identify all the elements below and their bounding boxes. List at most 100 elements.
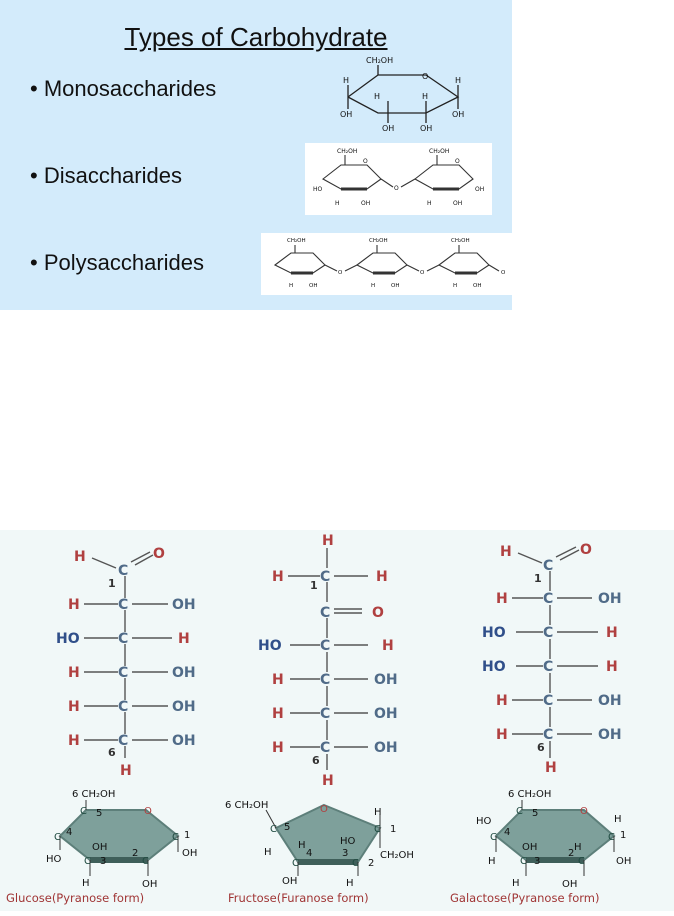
- polysaccharide-box: CH₂OH CH₂OH CH₂OH O O O H OH H OH H OH: [261, 233, 512, 295]
- glucose-ring-c4: C: [54, 832, 61, 843]
- fructose-top-h: H: [322, 533, 334, 549]
- galactose-ring-c1: C: [608, 832, 615, 843]
- galactose-r2-left: HO: [482, 625, 506, 641]
- galactose-ring-h4: H: [488, 856, 496, 867]
- fructose-r4-right: OH: [374, 740, 398, 756]
- glucose-ring-n4: 4: [66, 827, 72, 838]
- mono-oh2: OH: [452, 110, 464, 119]
- glucose-num-1: 1: [108, 577, 116, 590]
- fructose-ring-n4: 4: [306, 848, 312, 859]
- di-ch2oh-2: CH₂OH: [429, 148, 449, 155]
- galactose-bottom-h: H: [545, 760, 557, 776]
- glucose-ring-c2: C: [142, 856, 149, 867]
- mono-ring-o: O: [422, 72, 428, 81]
- fructose-c1-h-left: H: [272, 569, 284, 585]
- galactose-ring-n4: 4: [504, 827, 510, 838]
- poly-h-2: H: [371, 283, 375, 289]
- fructose-ring-h4: H: [298, 840, 306, 851]
- glucose-r1-right: OH: [172, 597, 196, 613]
- monosaccharide-structure: CH₂OH O H OH H OH OH OH H H: [340, 56, 464, 133]
- galactose-ring-ch2oh: 6 CH₂OH: [508, 789, 551, 800]
- fructose-r3-left: H: [272, 706, 284, 722]
- galactose-r1-right: OH: [598, 591, 622, 607]
- galactose-r3-left: HO: [482, 659, 506, 675]
- mono-oh3: OH: [382, 124, 394, 133]
- di-link-o: O: [394, 185, 399, 192]
- glucose-c5: C: [118, 699, 128, 715]
- sugar-structures-panel: H C O 1 H C OH HO C H H C OH H C O H H C …: [0, 530, 674, 911]
- di-ch2oh-1: CH₂OH: [337, 148, 357, 155]
- glucose-ring-oh1: OH: [182, 848, 197, 859]
- glucose-ring-c1: C: [172, 832, 179, 843]
- sugar-structures-figure: H C O 1 H C OH HO C H H C OH H C O H H C …: [6, 533, 631, 905]
- galactose-ring-n2: 2: [568, 848, 574, 859]
- galactose-ring-n3: 3: [534, 856, 540, 867]
- galactose-ring-c3: C: [520, 856, 527, 867]
- fructose-r1-left: HO: [258, 638, 282, 654]
- glucose-ring-h3: H: [82, 878, 90, 889]
- fructose-open-chain: H H C H 1 C O HO C H H C OH H C OH H C O…: [258, 533, 398, 789]
- galactose-c6: C: [543, 727, 553, 743]
- glucose-ring-c3: C: [84, 856, 91, 867]
- fructose-c1-h-right: H: [376, 569, 388, 585]
- di-ho-1: HO: [313, 186, 323, 193]
- glucose-r3-right: OH: [172, 665, 196, 681]
- mono-h: H: [343, 76, 349, 85]
- galactose-c1-h: H: [500, 544, 512, 560]
- galactose-caption: Galactose(Pyranose form): [450, 891, 599, 905]
- fructose-ring-ho: HO: [340, 836, 356, 847]
- galactose-ring-c2: C: [578, 856, 585, 867]
- galactose-r5-right: OH: [598, 727, 622, 743]
- glucose-r1-left: H: [68, 597, 80, 613]
- glucose-ring-ch2oh: 6 CH₂OH: [72, 789, 115, 800]
- bullet-disaccharides: • Disaccharides: [30, 163, 182, 188]
- di-h-1: H: [335, 200, 340, 207]
- galactose-ring-n5: 5: [532, 808, 538, 819]
- fructose-ring-c2: C: [352, 858, 359, 869]
- glucose-c2: C: [118, 597, 128, 613]
- glucose-c4: C: [118, 665, 128, 681]
- slide-title: Types of Carbohydrate: [124, 22, 388, 52]
- glucose-bottom-h: H: [120, 763, 132, 779]
- mono-h2: H: [455, 76, 461, 85]
- galactose-c2: C: [543, 591, 553, 607]
- carbohydrate-slide: Types of Carbohydrate • Monosaccharides …: [0, 0, 512, 310]
- mono-h3: H: [374, 92, 380, 101]
- poly-link-o-1: O: [338, 270, 343, 276]
- glucose-o: O: [153, 546, 165, 562]
- galactose-c4: C: [543, 659, 553, 675]
- poly-oh-2: OH: [391, 283, 399, 289]
- galactose-ring-oh1: OH: [616, 856, 631, 867]
- galactose-r1-left: H: [496, 591, 508, 607]
- galactose-pyranose-ring: 6 CH₂OH O C 5 C 4 HO C 1 H OH C 3 C 2 OH…: [476, 789, 631, 890]
- fructose-bottom-h: H: [322, 773, 334, 789]
- disaccharide-structure: CH₂OH CH₂OH O O O HO H OH H OH OH: [313, 148, 484, 207]
- fructose-num-1: 1: [310, 579, 318, 592]
- fructose-caption: Fructose(Furanose form): [228, 891, 369, 905]
- glucose-ring-oh3: OH: [92, 842, 107, 853]
- fructose-furanose-ring: 6 CH₂OH O C 5 C 1 H C 4 C 2 3 HO CH₂OH H…: [225, 800, 414, 889]
- poly-h-1: H: [289, 283, 293, 289]
- fructose-ring-c5: C: [270, 824, 277, 835]
- mono-oh4: OH: [420, 124, 432, 133]
- fructose-c2: C: [320, 605, 330, 621]
- fructose-ring-h3: H: [346, 878, 354, 889]
- di-o-1: O: [363, 158, 368, 165]
- fructose-r3-right: OH: [374, 706, 398, 722]
- mono-oh: OH: [340, 110, 352, 119]
- galactose-ring-oh2: OH: [562, 879, 577, 890]
- fructose-ring-ch2oh-right: CH₂OH: [380, 850, 414, 861]
- glucose-ring-n5: 5: [96, 808, 102, 819]
- galactose-ring-ho: HO: [476, 816, 492, 827]
- galactose-r4-left: H: [496, 693, 508, 709]
- mono-ch2oh: CH₂OH: [366, 56, 393, 65]
- fructose-c4: C: [320, 672, 330, 688]
- glucose-c3: C: [118, 631, 128, 647]
- poly-h-3: H: [453, 283, 457, 289]
- glucose-ring-oh2: OH: [142, 879, 157, 890]
- galactose-c1: C: [543, 558, 553, 574]
- bullet-polysaccharides: • Polysaccharides: [30, 250, 205, 275]
- glucose-r5-right: OH: [172, 733, 196, 749]
- di-oh-2: OH: [453, 200, 462, 207]
- galactose-ring-o: O: [580, 806, 588, 817]
